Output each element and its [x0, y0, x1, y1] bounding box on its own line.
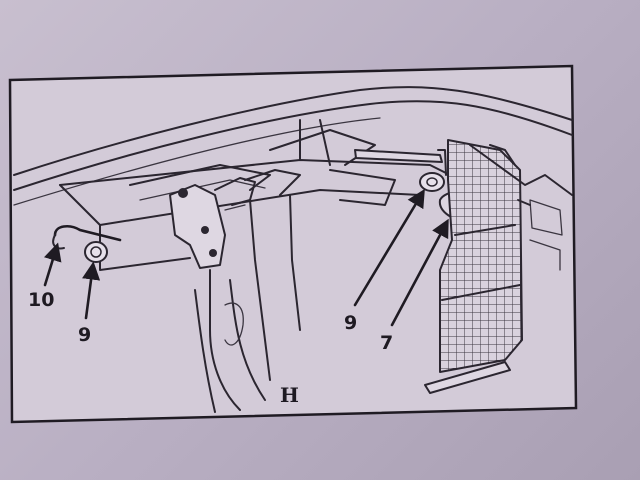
left-grommet: [84, 241, 108, 263]
callout-9-right-label: 9: [344, 312, 357, 334]
callout-7-label: 7: [380, 332, 393, 354]
center-support-bracket: [194, 194, 301, 413]
callout-10-label: 10: [28, 289, 54, 311]
panel-letter: H: [280, 383, 299, 407]
callout-9-left-label: 9: [78, 324, 91, 346]
callout-9-left-arrow: [82, 261, 101, 320]
callout-9-right-arrow: [353, 188, 425, 307]
latch-rivet: [178, 188, 188, 198]
hood-latch-assembly: [169, 169, 301, 269]
right-grommet: [419, 172, 445, 192]
latch-rivet: [209, 249, 217, 257]
latch-rivet: [201, 226, 209, 234]
callout-10-arrow: [43, 242, 62, 287]
callout-7-arrow: [390, 218, 449, 327]
safety-catch-rod: [354, 149, 447, 176]
grille: [424, 139, 573, 394]
